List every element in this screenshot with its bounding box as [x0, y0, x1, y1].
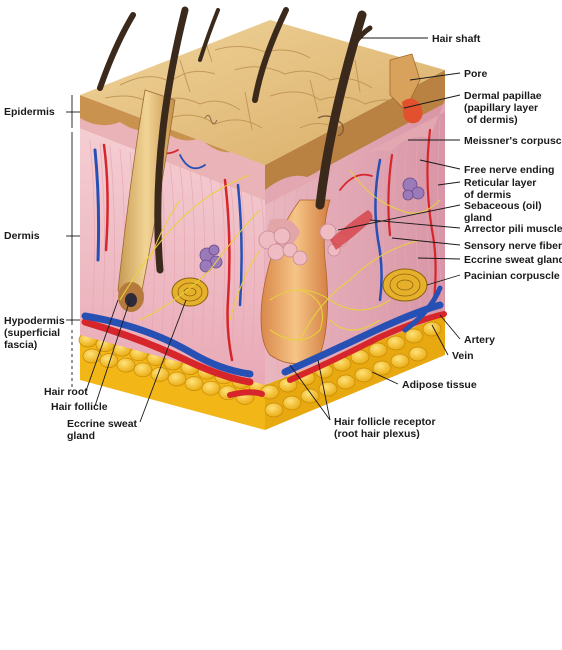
label-eccrine-left: Eccrine sweat gland: [67, 418, 138, 442]
dermis-front-face: [80, 120, 265, 385]
label-pore: Pore: [464, 68, 488, 80]
label-sensory-nerve-fiber: Sensory nerve fiber: [464, 240, 562, 252]
label-epidermis: Epidermis: [4, 106, 55, 118]
label-eccrine-right: Eccrine sweat gland: [464, 254, 562, 266]
label-hair-follicle: Hair follicle: [51, 401, 108, 413]
label-meissners-corpuscle: Meissner's corpuscle: [464, 135, 562, 147]
label-artery: Artery: [464, 334, 495, 346]
label-dermal-papillae: Dermal papillae (papillary layer of derm…: [464, 90, 542, 126]
label-free-nerve-ending: Free nerve ending: [464, 164, 555, 176]
corner-peel: [389, 53, 421, 111]
label-hair-shaft: Hair shaft: [432, 33, 481, 45]
eccrine-sweat-gland: [199, 177, 425, 273]
deep-vessels: [81, 285, 447, 398]
label-pacinian-corpuscle: Pacinian corpuscle: [464, 270, 560, 282]
label-dermis: Dermis: [4, 230, 40, 242]
pacinian-corpuscle: [171, 268, 428, 307]
label-arrector-pili: Arrector pili muscle: [464, 223, 562, 235]
arrector-pili-muscle: [330, 210, 373, 250]
label-vein: Vein: [452, 350, 474, 362]
label-sebaceous-gland: Sebaceous (oil) gland: [464, 200, 542, 224]
label-hair-root: Hair root: [44, 386, 88, 398]
right-hair-follicle: [260, 199, 331, 364]
label-hypodermis: Hypodermis (superficial fascia): [4, 315, 65, 351]
label-hair-follicle-receptor: Hair follicle receptor (root hair plexus…: [334, 416, 436, 440]
label-reticular-layer: Reticular layer of dermis: [464, 177, 537, 201]
label-adipose-tissue: Adipose tissue: [402, 379, 477, 391]
